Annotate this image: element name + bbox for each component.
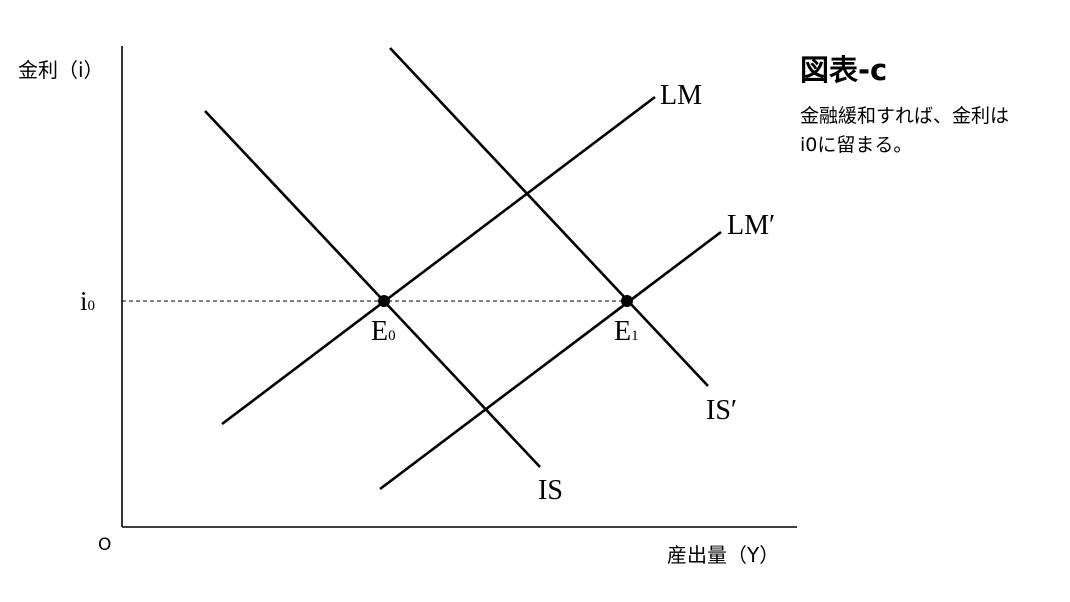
caption-line-1: 金融緩和すれば、金利は — [800, 105, 1010, 127]
is-label: IS — [538, 475, 563, 506]
e1-label: E1 — [614, 316, 639, 347]
e1-label-main: E — [614, 316, 631, 347]
e1-label-sub: 1 — [631, 328, 639, 344]
lm-prime-curve — [379, 230, 722, 491]
e0-label: E0 — [371, 316, 396, 347]
lm-curve — [221, 95, 656, 426]
lm-label: LM — [660, 80, 702, 111]
lm-prime-label: LM′ — [727, 210, 775, 241]
caption-line-2: i0に留まる。 — [800, 134, 913, 156]
figure-title: 図表-c — [800, 53, 888, 87]
origin-label: O — [98, 535, 111, 555]
e0-point — [378, 295, 390, 307]
i0-label: i0 — [80, 286, 95, 316]
e0-label-sub: 0 — [388, 328, 396, 344]
figure-title-block: 図表-c 金融緩和すれば、金利は i0に留まる。 — [800, 52, 1060, 160]
e1-point — [621, 295, 633, 307]
is-curve — [204, 110, 541, 468]
i0-label-sub: 0 — [88, 298, 96, 314]
is-prime-curve — [389, 47, 709, 387]
is-prime-label: IS′ — [706, 395, 737, 426]
y-axis-label: 金利（i） — [18, 58, 104, 82]
i0-label-main: i — [80, 286, 88, 316]
x-axis-label: 産出量（Y） — [667, 543, 779, 567]
figure-caption: 金融緩和すれば、金利は i0に留まる。 — [800, 102, 1060, 160]
e0-label-main: E — [371, 316, 388, 347]
